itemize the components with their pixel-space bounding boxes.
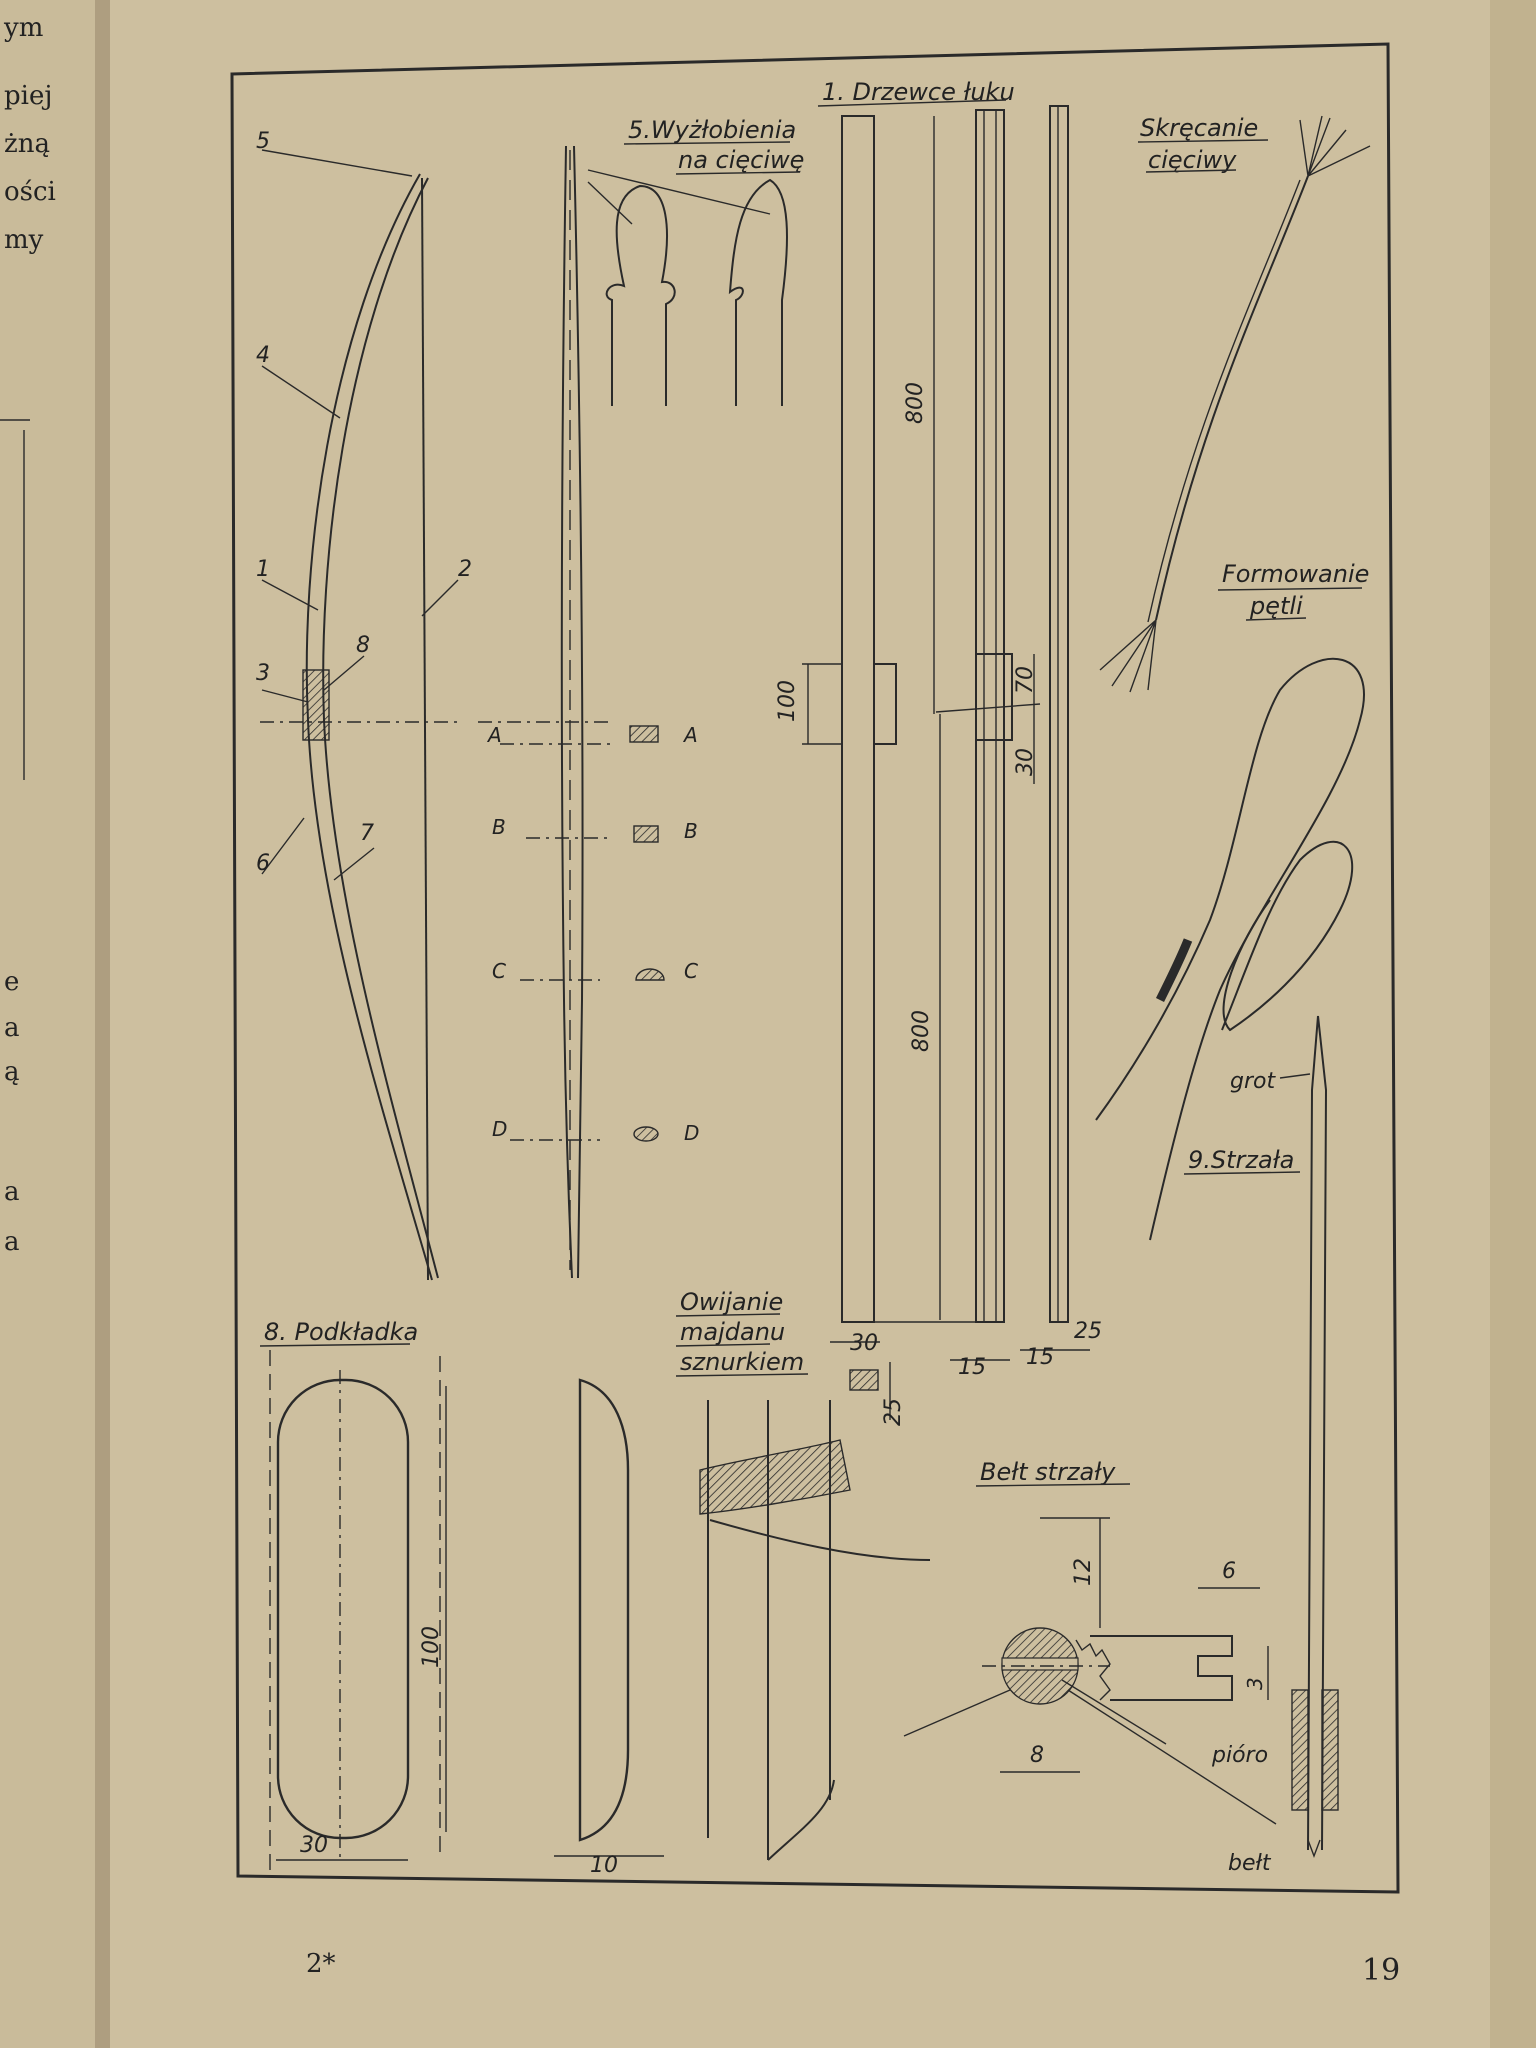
bow-part-label: 2	[458, 557, 472, 582]
arrow-fletching-left	[1291, 1689, 1309, 1811]
grip-pad-figure	[269, 1350, 664, 1870]
section-label: C	[492, 959, 506, 983]
left-page-text: ym piej żną ości my e a ą a a	[0, 13, 56, 1257]
section-label: C	[684, 959, 698, 983]
section-label: B	[492, 815, 506, 839]
bow-grip-wrap	[302, 669, 330, 741]
stave-dim-grip: 100	[775, 680, 800, 722]
stave-title: 1. Drzewce łuku	[822, 78, 1015, 106]
bow-part-label: 4	[256, 343, 270, 368]
left-fragment: ości	[4, 177, 56, 207]
wrap-title: Owijanie	[680, 1288, 783, 1316]
nock-title: Bełt strzały	[980, 1458, 1116, 1486]
pad-dim-width: 30	[300, 1833, 328, 1858]
section-c-shape	[635, 968, 665, 981]
pad-dim-length: 100	[419, 1626, 444, 1668]
left-fragment: e	[4, 967, 19, 997]
twist-subtitle: cięciwy	[1148, 146, 1237, 174]
left-fragment: a	[4, 1013, 20, 1043]
stave-dim-15a: 15	[958, 1355, 986, 1380]
wrap-subtitle-1: majdanu	[680, 1318, 785, 1346]
drawing-frame	[230, 42, 1400, 1894]
left-fragment: ą	[4, 1057, 20, 1087]
section-label: D	[492, 1117, 507, 1141]
left-fragment: a	[4, 1227, 20, 1257]
string-twisting-figure	[1099, 115, 1371, 693]
page-number: 19	[1362, 1953, 1400, 1988]
left-fragment: ym	[3, 13, 43, 43]
arrow-fletching-right	[1321, 1689, 1339, 1811]
bow-stave-figure	[802, 105, 1090, 1420]
fletching-label: pióro	[1211, 1743, 1268, 1768]
arrow-head-label: grot	[1230, 1069, 1276, 1094]
pad-title: 8. Podkładka	[264, 1318, 418, 1346]
section-label: A	[682, 723, 698, 747]
nock-dim-diameter: 8	[1030, 1743, 1044, 1768]
notches-subtitle: na cięciwę	[678, 146, 804, 174]
stave-dim-15b: 15	[1026, 1345, 1054, 1370]
nock-label: bełt	[1228, 1851, 1272, 1876]
stave-section	[849, 1369, 879, 1391]
left-page	[0, 0, 120, 2048]
bow-side-view	[260, 149, 460, 1281]
arrow-title: 9.Strzała	[1188, 1146, 1294, 1174]
bow-part-label: 6	[256, 851, 270, 876]
signature-mark: 2*	[306, 1949, 336, 1979]
string-notches-figure	[587, 169, 788, 406]
loop-title: Formowanie	[1222, 560, 1369, 588]
bow-part-label: 5	[256, 129, 270, 154]
section-a-shape	[629, 725, 659, 743]
nock-dim-slot: 3	[1243, 1677, 1267, 1690]
bow-part-label: 1	[256, 557, 270, 582]
loop-subtitle: pętli	[1249, 592, 1303, 620]
section-label: D	[684, 1121, 699, 1145]
pad-dim-thickness: 10	[590, 1853, 618, 1878]
bow-part-label: 7	[360, 821, 374, 846]
bow-part-label: 8	[356, 633, 370, 658]
section-label: B	[684, 819, 698, 843]
left-fragment: piej	[4, 81, 52, 111]
wrap-subtitle-2: sznurkiem	[680, 1348, 804, 1376]
bow-part-label: 3	[256, 661, 270, 686]
nock-dim-depth: 12	[1071, 1558, 1096, 1586]
section-label: A	[486, 723, 502, 747]
stave-dim-lower: 800	[909, 1010, 934, 1052]
stave-dim-upper: 800	[903, 382, 928, 424]
nock-dim-length: 6	[1222, 1559, 1236, 1584]
left-fragment: my	[4, 225, 44, 255]
arrow-figure	[1279, 1015, 1339, 1858]
section-b-shape	[633, 825, 659, 843]
notches-title: 5.Wyżłobienia	[628, 116, 796, 144]
twist-title: Skręcanie	[1140, 114, 1258, 142]
page-edge-shadow	[1490, 0, 1536, 2048]
left-fragment: żną	[4, 129, 50, 159]
stave-dim-thick: 25	[881, 1398, 906, 1426]
stave-dim-30-side: 30	[1013, 748, 1038, 776]
cross-sections	[629, 725, 665, 1142]
loop-forming-figure	[1095, 657, 1365, 1241]
left-fragment: a	[4, 1177, 20, 1207]
stave-dim-width: 30	[850, 1331, 878, 1356]
grip-wrapping-figure	[699, 1400, 931, 1861]
stave-dim-25: 25	[1074, 1319, 1102, 1344]
stave-dim-70: 70	[1013, 666, 1038, 694]
nock-detail-figure	[903, 1517, 1277, 1825]
section-d-shape	[633, 1126, 659, 1142]
bow-front-view	[478, 145, 612, 1279]
